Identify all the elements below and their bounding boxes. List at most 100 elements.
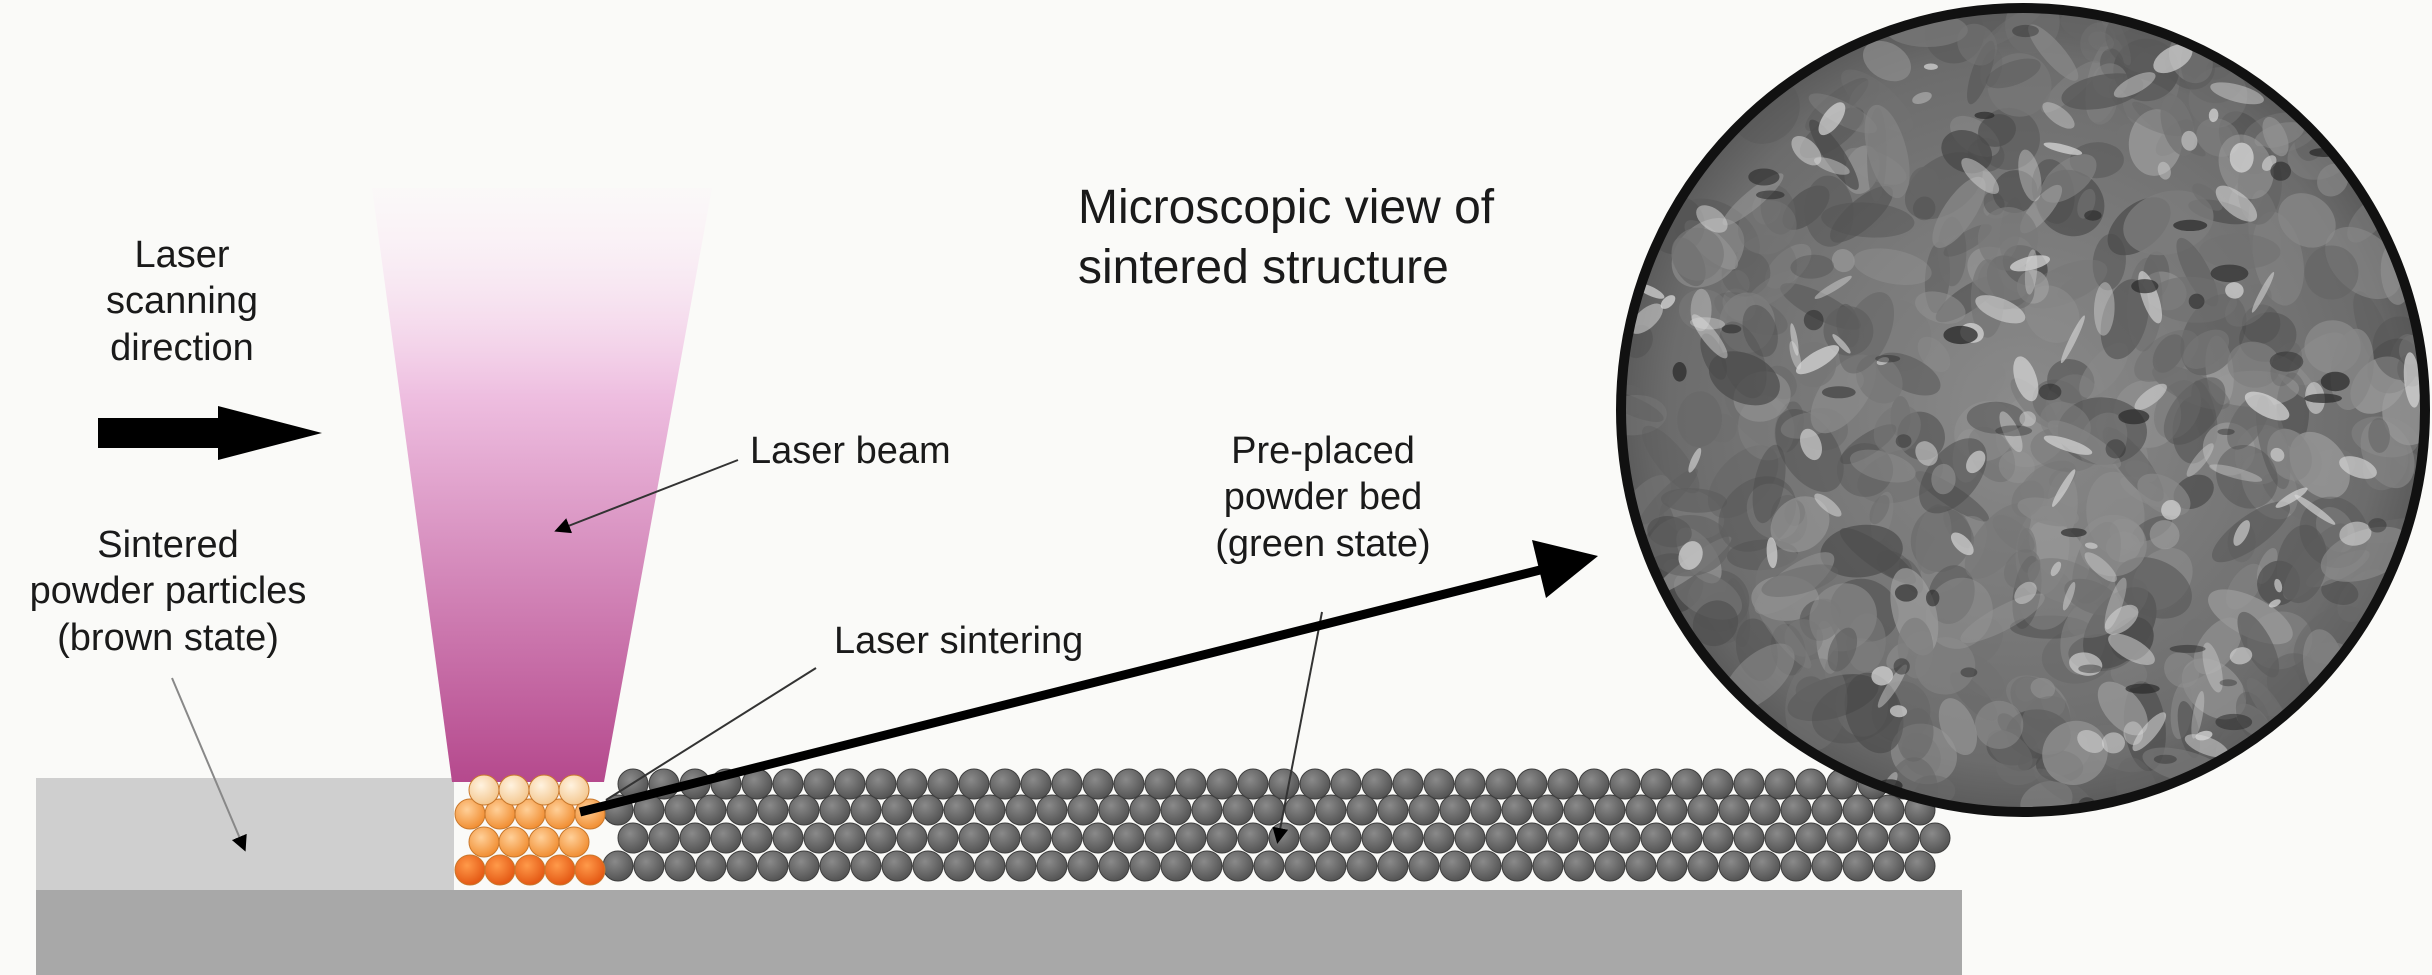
powder-particle [958,822,990,854]
sem-pore [2320,371,2350,392]
powder-particle [803,768,835,800]
sem-grain [2153,380,2202,439]
powder-particle [1237,822,1269,854]
sem-grain [1847,369,1864,391]
powder-particle [974,850,1006,882]
sem-grain [2163,377,2226,445]
sem-highlight [1966,450,1986,474]
sem-pore [2038,383,2062,401]
powder-particle [943,794,975,826]
sem-grain [2267,428,2312,481]
powder-particle [1253,850,1285,882]
powder-particle [695,850,727,882]
laser-sintering-label: Laser sintering [834,620,1084,662]
powder-particle [1764,822,1796,854]
sem-highlight [2009,255,2051,272]
sem-grain [2061,73,2144,110]
powder-particle [1082,822,1114,854]
sem-grain [1987,53,2052,117]
powder-particle [865,822,897,854]
sem-highlight [2069,652,2103,676]
laser-sintering-zone [454,774,606,886]
sem-grain [2100,48,2125,80]
sem-highlight [2251,271,2275,313]
sintering-particle [544,854,576,886]
powder-particle [741,822,773,854]
sem-grain [2092,233,2126,291]
powder-particle [1020,768,1052,800]
powder-particle [1175,768,1207,800]
powder-particle [1749,794,1781,826]
sem-grain [2242,657,2301,717]
sem-pore [2153,754,2177,764]
sem-highlight [1999,411,2023,453]
sem-highlight [1690,288,1712,332]
sintering-particle [468,826,500,858]
sem-highlight [1791,135,1822,166]
sem-highlight [2233,520,2250,546]
sem-highlight [2102,732,2125,754]
sem-highlight [1975,295,2026,324]
sem-pore [1895,434,1912,448]
powder-particle [1144,768,1176,800]
sem-highlight [2084,542,2098,549]
microscopic-view-circle [1616,3,2430,817]
powder-particle [757,794,789,826]
powder-particle [1191,794,1223,826]
powder-particle [1005,850,1037,882]
sem-highlight [1814,157,1850,175]
powder-particle [1516,768,1548,800]
sem-highlight [1799,428,1823,461]
powder-particle [1268,768,1300,800]
sem-grain [2164,652,2200,688]
sem-highlight [1789,341,1802,370]
scan-direction-arrow-icon [98,406,322,460]
sem-pore [2084,210,2102,221]
powder-particle [1237,768,1269,800]
sem-highlight [2132,712,2167,752]
sem-grain [2192,183,2223,211]
powder-particle [1346,850,1378,882]
powder-particle [1408,850,1440,882]
sem-pore [2210,264,2249,283]
powder-particle [1578,822,1610,854]
sem-grain [1660,488,1728,513]
sem-grain [1862,40,1912,82]
powder-particle [1284,850,1316,882]
sem-grain [1912,196,1936,221]
sem-grain [1873,404,1921,455]
powder-particle [1330,768,1362,800]
sem-grain [1941,363,2006,425]
powder-particle [1656,850,1688,882]
sem-pore [2217,428,2235,435]
sem-grain [2321,578,2359,605]
sem-pore [1926,589,1940,607]
powder-particle [1175,822,1207,854]
powder-particle [1780,850,1812,882]
powder-particle [1485,822,1517,854]
sem-grain [2028,24,2079,81]
sem-highlight [2339,521,2372,546]
sem-grain [1799,107,1864,159]
powder-particle [1671,768,1703,800]
laser-sintering-leader [605,667,817,801]
sem-grain [2304,245,2359,300]
powder-particle [896,822,928,854]
powder-particle [726,794,758,826]
sem-highlight [2270,447,2285,462]
powder-particle [881,850,913,882]
powder-particle [1485,768,1517,800]
sem-highlight [2244,391,2290,421]
sem-highlight [2229,142,2254,173]
powder-bed-label: Pre-placed powder bed (green state) [1215,430,1431,565]
sem-grain [1756,602,1812,669]
powder-particle [850,850,882,882]
sem-grain [1738,200,1797,255]
powder-particle [1547,822,1579,854]
powder-particle [1423,822,1455,854]
sem-grain [1849,449,1916,483]
sem-highlight [2060,315,2085,364]
powder-bed [602,768,1951,882]
powder-particle [664,850,696,882]
powder-particle [1392,768,1424,800]
